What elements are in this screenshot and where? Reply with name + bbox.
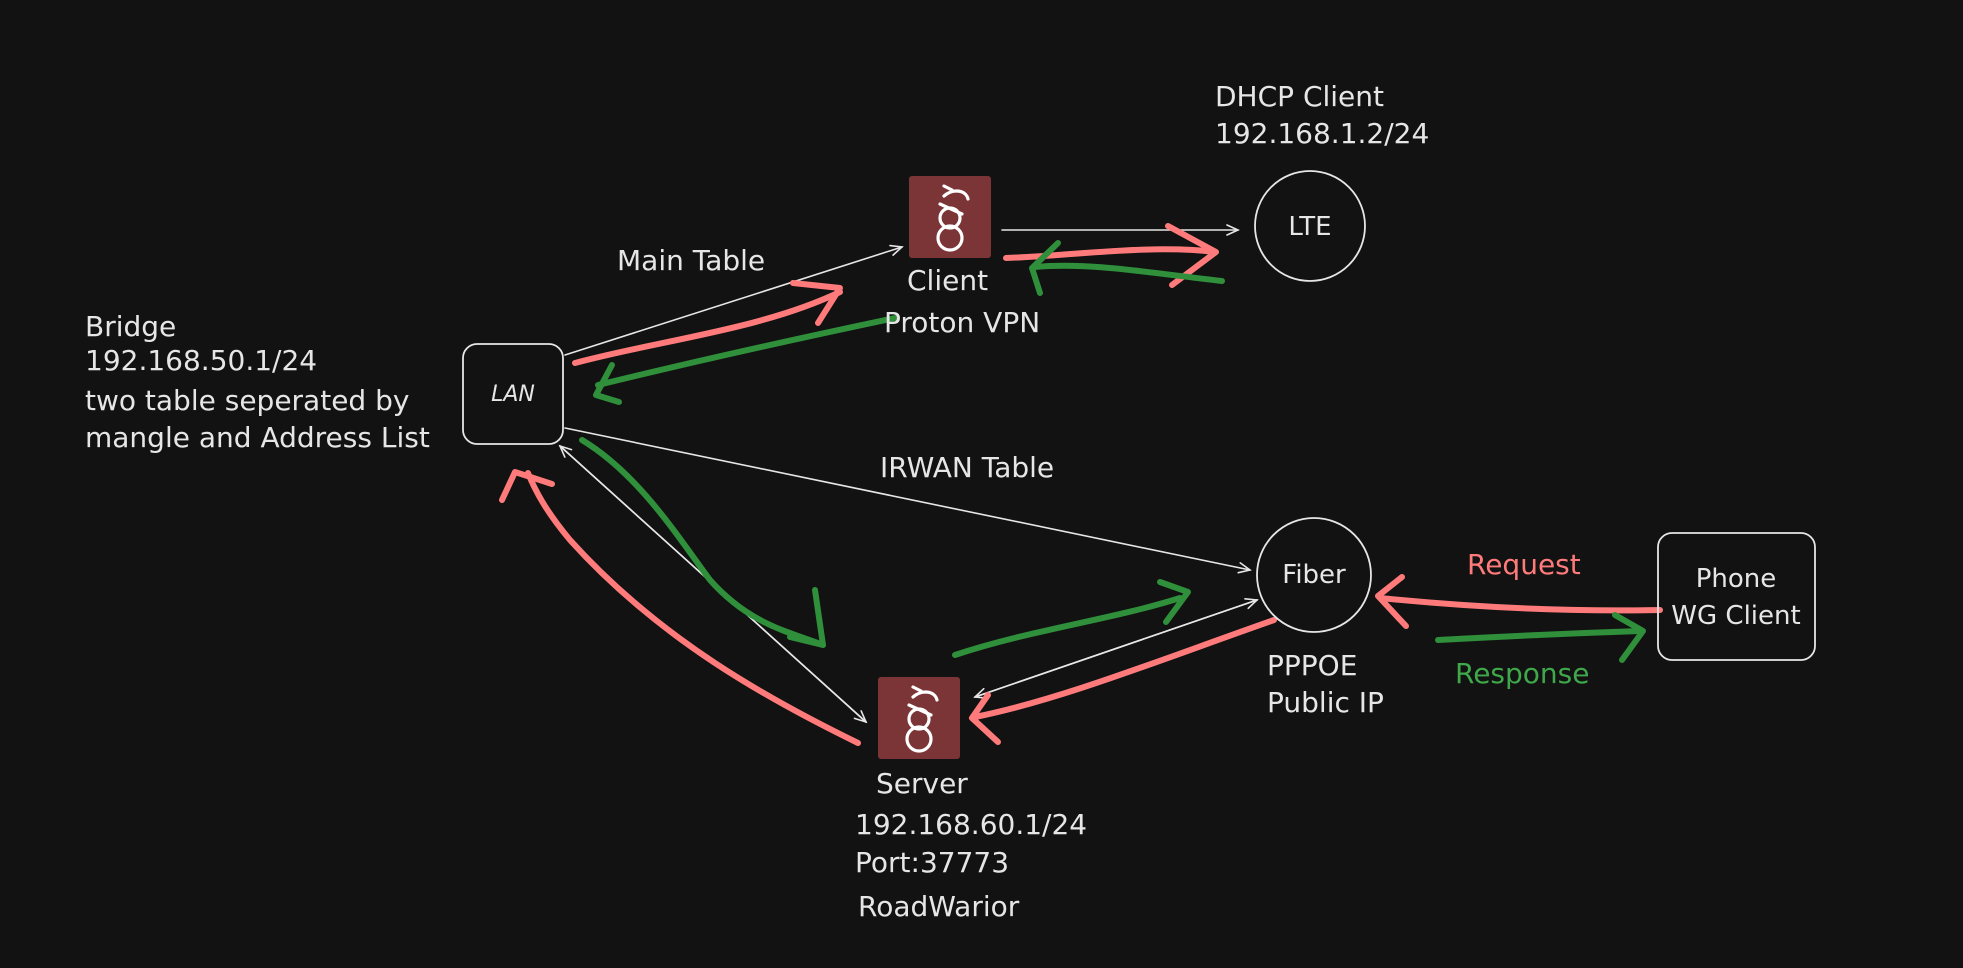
irwan-table-connector: [564, 427, 1252, 574]
bridge-title: Bridge: [85, 310, 176, 343]
irwan-table-label: IRWAN Table: [880, 451, 1054, 484]
fiber-node: [1256, 517, 1372, 633]
response-arrow-lte-client: [1032, 262, 1225, 284]
bridge-note-line2: mangle and Address List: [85, 421, 430, 454]
response-arrow-client-lan: [595, 315, 898, 388]
server-fiber-connector-b: [973, 599, 1258, 699]
lan-label: LAN: [491, 382, 535, 407]
request-arrow-server-lan-head: [499, 469, 555, 503]
server-role: RoadWarior: [858, 890, 1020, 923]
response-arrow-server-fiber-head: [1157, 579, 1191, 625]
lte-node: [1254, 170, 1366, 282]
phone-line1: Phone: [1696, 564, 1777, 594]
fiber-line1: PPPOE: [1267, 649, 1357, 682]
main-table-connector: [564, 244, 904, 356]
request-arrow-client-lte: [1003, 246, 1218, 261]
lan-node: [462, 343, 564, 445]
request-arrow-phone-fiber-head: [1375, 574, 1409, 629]
server-port: Port:37773: [855, 846, 1009, 879]
response-arrow-server-fiber: [952, 595, 1183, 658]
server-wireguard-icon: [878, 677, 960, 759]
request-label: Request: [1467, 548, 1581, 581]
server-label: Server: [876, 767, 968, 800]
response-arrow-client-lan-head: [593, 362, 622, 405]
phone-line2: WG Client: [1671, 601, 1800, 631]
response-arrow-lan-server: [579, 437, 826, 648]
response-label: Response: [1455, 657, 1589, 690]
request-arrow-server-lan: [525, 470, 861, 746]
bridge-ip: 192.168.50.1/24: [85, 344, 317, 377]
lte-ip: 192.168.1.2/24: [1215, 117, 1429, 150]
request-arrow-lan-client: [572, 289, 843, 366]
request-arrow-fiber-server: [972, 617, 1277, 720]
fiber-label: Fiber: [1282, 560, 1346, 590]
client-sublabel: Proton VPN: [884, 306, 1040, 339]
lte-label: LTE: [1288, 212, 1331, 242]
server-ip: 192.168.60.1/24: [855, 808, 1087, 841]
fiber-line2: Public IP: [1267, 686, 1384, 719]
bridge-note-line1: two table seperated by: [85, 384, 409, 417]
main-table-label: Main Table: [617, 244, 765, 277]
request-arrow-fiber-server-head: [969, 692, 1001, 745]
response-arrow-fiber-phone-head: [1612, 612, 1646, 663]
lte-title: DHCP Client: [1215, 80, 1384, 113]
request-arrow-phone-fiber: [1377, 595, 1663, 614]
request-arrow-lan-client-head: [790, 280, 843, 326]
response-arrow-fiber-phone: [1435, 628, 1643, 643]
response-arrow-lan-server-head: [787, 587, 826, 648]
client-wireguard-icon: [909, 176, 991, 258]
client-label: Client: [907, 264, 988, 297]
response-arrow-lte-client-head: [1029, 240, 1061, 296]
phone-node: [1657, 532, 1816, 661]
